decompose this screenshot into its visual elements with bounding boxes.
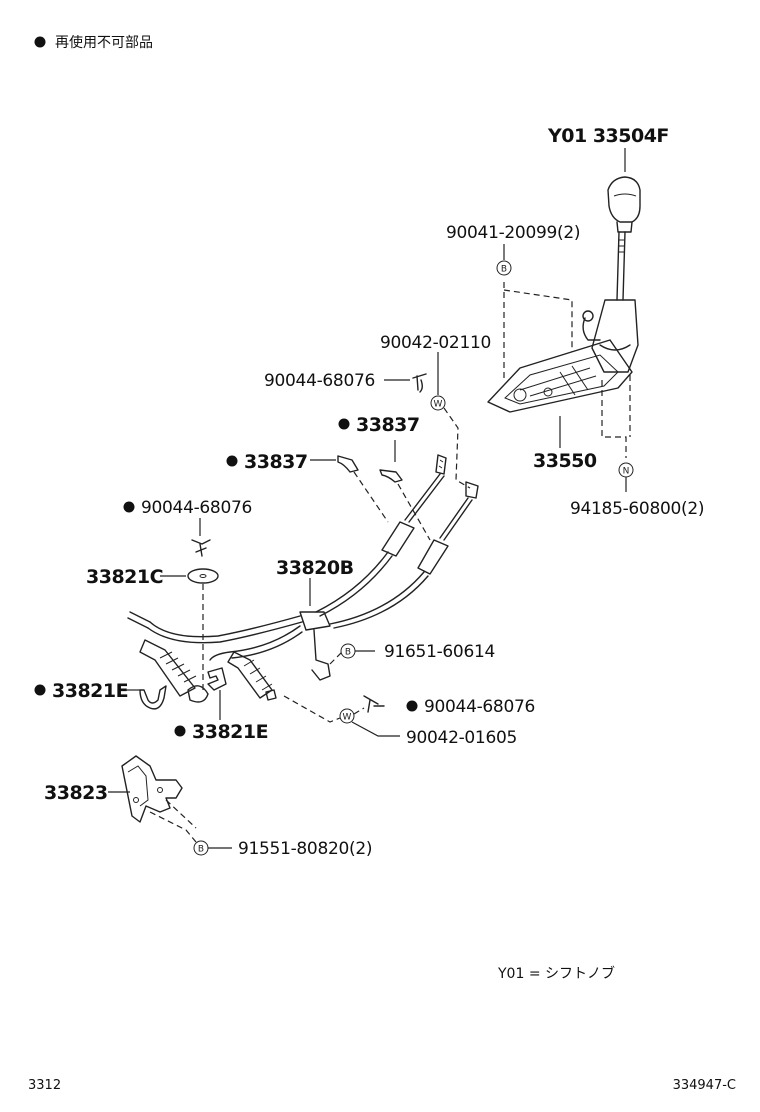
shift-knob-drawing: [607, 176, 641, 233]
label-90044-68076-top: 90044-68076: [264, 371, 375, 391]
bubble-b1-text: B: [501, 265, 507, 275]
label-91651-60614: 91651-60614: [384, 642, 495, 662]
dash-b3-b: [165, 799, 197, 829]
label-33821e-b: 33821E: [192, 721, 268, 743]
retainer-b-drawing: [337, 455, 359, 473]
pin-right-drawing: [363, 695, 385, 713]
y01-note: Y01 = シフトノブ: [497, 965, 615, 982]
bubble-b2-text: B: [345, 648, 351, 658]
bullet-90044-right-icon: [406, 700, 418, 712]
bullet-33837-b-icon: [226, 455, 238, 467]
label-33550: 33550: [533, 450, 597, 472]
bubble-w2-text: W: [343, 713, 352, 723]
footer-left-code: 3312: [28, 1078, 61, 1093]
bubble-w1: [430, 395, 446, 411]
label-33821c: 33821C: [86, 566, 163, 588]
legend-bullet-icon: [34, 36, 46, 48]
bracket-33823-drawing: [121, 755, 183, 823]
label-33837-a: 33837: [356, 414, 420, 436]
label-90044-68076-left: 90044-68076: [141, 498, 252, 518]
bullet-33837-a-icon: [338, 418, 350, 430]
label-90044-68076-right: 90044-68076: [424, 697, 535, 717]
pin-left-drawing: [191, 539, 211, 557]
dash-retainer-a: [397, 483, 431, 541]
bullet-33821e-b-icon: [174, 725, 186, 737]
dash-w1: [443, 407, 471, 489]
label-90041-20099: 90041-20099(2): [446, 223, 580, 243]
retainer-a-drawing: [379, 469, 403, 483]
footer-right-code: 334947-C: [673, 1078, 736, 1093]
clip-33821e-b-drawing: [207, 667, 227, 691]
clip-33821e-a-drawing: [139, 685, 167, 710]
bubble-b1: [496, 260, 512, 276]
dash-w2-pin: [353, 707, 365, 715]
bubble-b3-text: B: [198, 845, 204, 855]
label-91551-80820: 91551-80820(2): [238, 839, 372, 859]
label-94185-60800: 94185-60800(2): [570, 499, 704, 519]
bubble-w2: [339, 708, 355, 724]
label-90042-02110: 90042-02110: [380, 333, 491, 353]
leader-90042-01605: [351, 721, 400, 737]
shift-cable-drawing: [127, 454, 479, 703]
dash-retainer-b: [353, 471, 389, 523]
bullet-33821e-a-icon: [34, 684, 46, 696]
pin-top-drawing: [412, 373, 427, 393]
label-33837-b: 33837: [244, 451, 308, 473]
legend-note: 再使用不可部品: [55, 34, 153, 51]
bubble-w1-text: W: [434, 400, 443, 410]
label-33821e-a: 33821E: [52, 680, 128, 702]
label-shift-knob: Y01 33504F: [547, 125, 669, 147]
label-90042-01605: 90042-01605: [406, 728, 517, 748]
label-33823: 33823: [44, 782, 108, 804]
label-33820b: 33820B: [276, 557, 354, 579]
dash-w2: [283, 695, 341, 723]
shift-lever-drawing: [487, 231, 639, 413]
dash-b1-bracket: [503, 289, 573, 352]
bullet-90044-left-icon: [123, 501, 135, 513]
washer-33821c-drawing: [187, 568, 219, 584]
bubble-n1-text: N: [623, 467, 630, 477]
dash-n1: [601, 380, 627, 458]
dash-b2: [329, 651, 343, 665]
dash-b3-a: [149, 811, 197, 843]
